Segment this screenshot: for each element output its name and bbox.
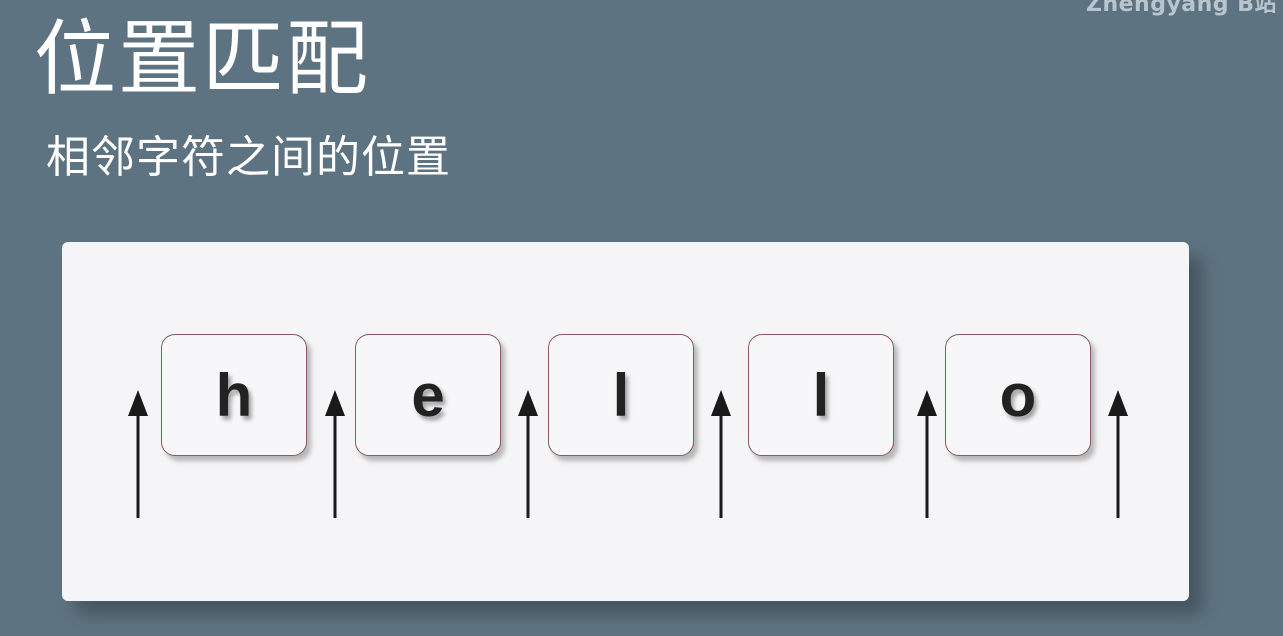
char-box-e: e bbox=[355, 334, 501, 456]
char-label: e bbox=[411, 361, 445, 429]
position-arrow-icon bbox=[323, 390, 347, 522]
char-box-l: l bbox=[548, 334, 694, 456]
watermark: Zhengyang B站 bbox=[1086, 0, 1277, 17]
slide-title: 位置匹配 bbox=[34, 12, 371, 107]
char-box-l-2: l bbox=[748, 334, 894, 456]
position-arrow-icon bbox=[1106, 390, 1130, 522]
char-box-h: h bbox=[161, 334, 307, 456]
char-label: l bbox=[812, 361, 830, 429]
position-arrow-icon bbox=[126, 390, 150, 522]
slide-subtitle: 相邻字符之间的位置 bbox=[46, 132, 451, 183]
char-box-o: o bbox=[945, 334, 1091, 456]
char-label: h bbox=[215, 361, 253, 429]
diagram-panel: h e l l o bbox=[62, 242, 1189, 601]
position-arrow-icon bbox=[709, 390, 733, 522]
position-arrow-icon bbox=[516, 390, 540, 522]
char-label: o bbox=[999, 361, 1037, 429]
char-label: l bbox=[612, 361, 630, 429]
position-arrow-icon bbox=[915, 390, 939, 522]
